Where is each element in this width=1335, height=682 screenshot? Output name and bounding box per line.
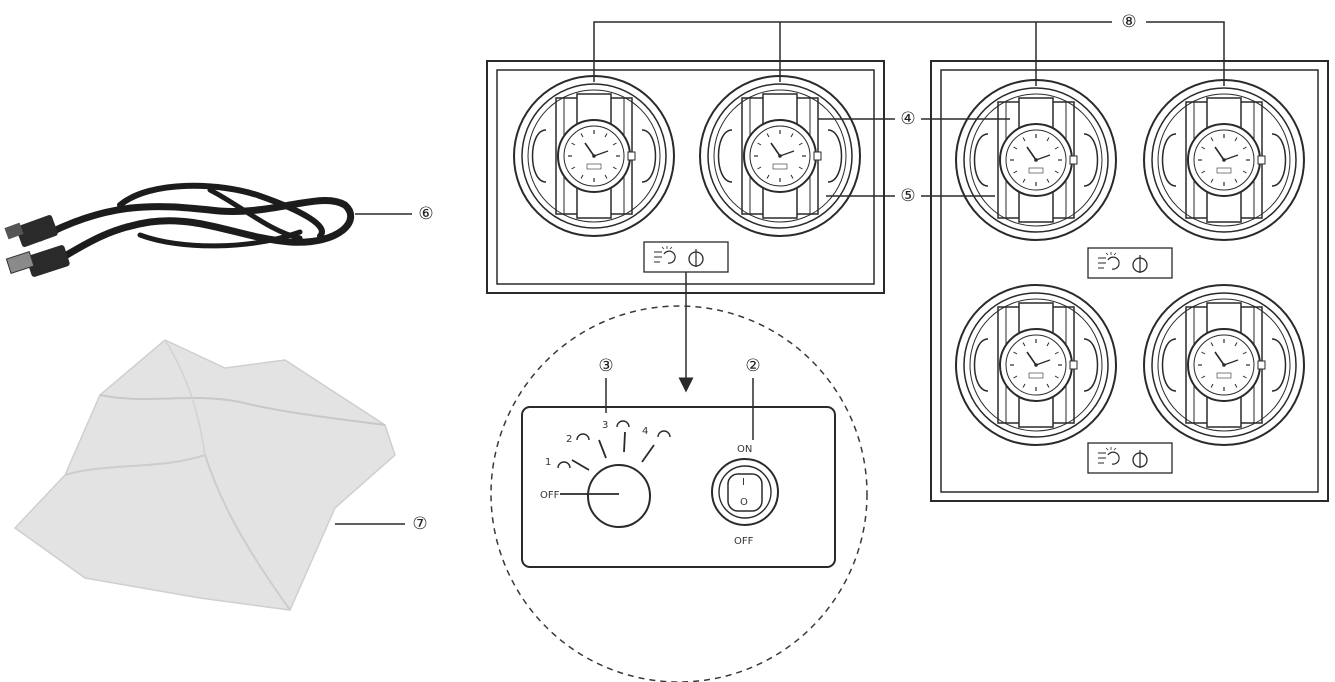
callout-8: ⑧ bbox=[1121, 12, 1136, 32]
switch-off-mark: O bbox=[740, 497, 748, 508]
cleaning-cloth-icon bbox=[13, 339, 396, 611]
callout-2: ② bbox=[745, 356, 760, 376]
usb-cable-icon bbox=[4, 182, 354, 277]
watch-icon bbox=[1143, 79, 1305, 241]
speed-label-4: 4 bbox=[642, 426, 648, 437]
speed-label-3: 3 bbox=[602, 420, 608, 431]
watch-icon bbox=[1143, 284, 1305, 446]
callout-7: ⑦ bbox=[412, 514, 427, 534]
switch-off-label: OFF bbox=[734, 536, 754, 547]
mini-control-panel bbox=[1087, 247, 1173, 279]
callout-4: ④ bbox=[900, 109, 915, 129]
two-watch-winder bbox=[486, 60, 885, 294]
callout-5: ⑤ bbox=[900, 186, 915, 206]
rotary-knob-icon bbox=[557, 420, 671, 528]
four-watch-winder bbox=[930, 60, 1329, 502]
switch-on-mark: I bbox=[742, 477, 745, 488]
speed-label-1: 1 bbox=[545, 457, 551, 468]
mini-control-panel bbox=[1087, 442, 1173, 474]
watch-icon bbox=[955, 79, 1117, 241]
watch-icon bbox=[513, 75, 675, 237]
switch-on-label: ON bbox=[737, 444, 752, 455]
watch-icon bbox=[699, 75, 861, 237]
callout-6: ⑥ bbox=[418, 204, 433, 224]
speed-label-2: 2 bbox=[566, 434, 572, 445]
watch-icon bbox=[955, 284, 1117, 446]
mini-control-panel bbox=[643, 241, 729, 273]
detail-zoom-circle bbox=[490, 305, 868, 682]
rocker-switch-icon bbox=[711, 458, 779, 526]
control-panel-detail: OFF 1 2 3 4 I O ON OFF bbox=[521, 406, 836, 568]
knob-off-label: OFF bbox=[540, 490, 560, 501]
callout-8-bracket bbox=[593, 21, 1225, 86]
callout-3: ③ bbox=[598, 356, 613, 376]
